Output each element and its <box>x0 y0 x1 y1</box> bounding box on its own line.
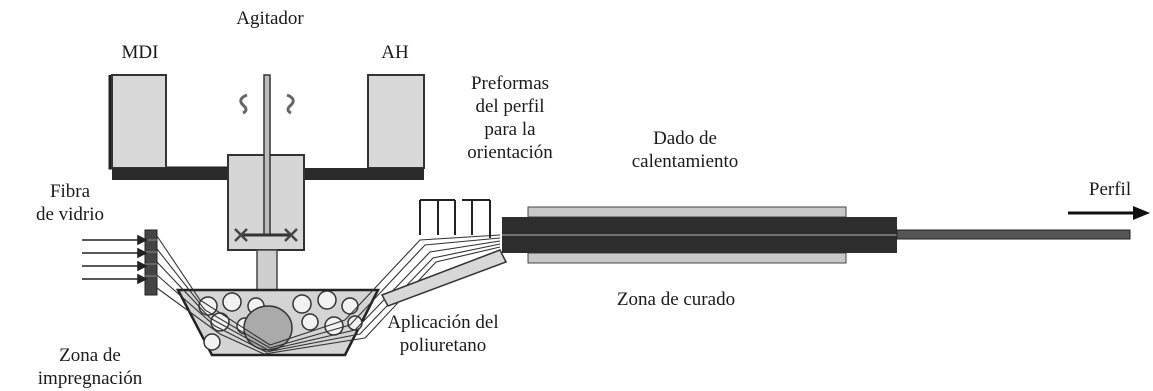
glass-fiber-label: Fibra de vidrio <box>35 181 105 225</box>
impregnation-bath <box>175 288 381 357</box>
heating-die-label: Dado de calentamiento <box>631 128 739 172</box>
heating-die <box>502 206 897 264</box>
rotation-left-icon <box>239 93 248 115</box>
impregnation-zone-label: Zona de impregnación <box>37 345 143 389</box>
fiber-strands <box>156 234 501 355</box>
polyurethane-applicator <box>380 249 508 307</box>
ah-tank <box>292 74 425 180</box>
fiber-input-arrows <box>82 234 148 285</box>
preforms-label: Preformas del perfil para la orientación <box>467 73 553 163</box>
output-profile <box>896 229 1131 240</box>
profile-preforms <box>419 199 491 238</box>
mdi-tank <box>108 74 242 180</box>
curing-zone-label: Zona de curado <box>616 289 736 310</box>
ah-label: AH <box>381 42 409 63</box>
agitator-vessel <box>227 74 305 301</box>
polyurethane-application-label: Aplicación del poliuretano <box>387 312 499 356</box>
profile-output-label: Perfil <box>1088 179 1132 200</box>
output-arrow <box>1068 206 1150 220</box>
agitator-label: Agitador <box>236 8 304 29</box>
rotation-right-icon <box>286 93 295 115</box>
mdi-label: MDI <box>121 42 159 63</box>
